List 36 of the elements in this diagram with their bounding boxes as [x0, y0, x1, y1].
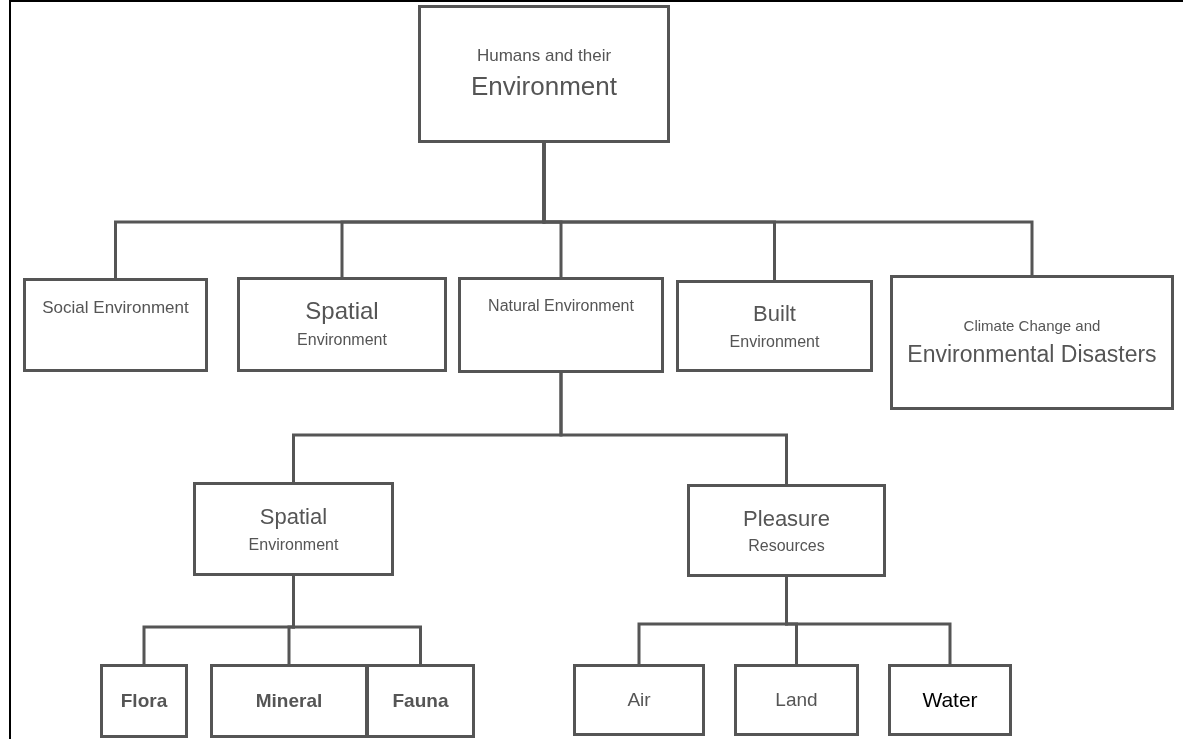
node-label: Built	[753, 300, 796, 328]
node-label: Environmental Disasters	[907, 339, 1157, 369]
node-label: Flora	[120, 689, 168, 713]
node-box	[366, 664, 475, 738]
node-box	[23, 278, 208, 372]
node-box	[888, 664, 1012, 736]
node-label: Air	[627, 688, 651, 712]
connector-line	[559, 373, 788, 484]
node-label: Resources	[748, 536, 825, 557]
node-box	[100, 664, 188, 738]
node-label: Environment	[248, 534, 339, 555]
node-label: Water	[922, 686, 978, 713]
node-box	[210, 664, 368, 738]
node-box	[890, 275, 1174, 410]
node-label: Social Environment	[42, 297, 189, 319]
node-label: Climate Change and	[963, 316, 1101, 336]
node-label: Natural Environment	[488, 296, 634, 316]
node-label: Humans and their	[476, 45, 612, 67]
node-label: Environment	[297, 330, 387, 350]
node-box	[734, 664, 859, 736]
node-label: Environment	[471, 70, 617, 103]
node-label: Environment	[729, 331, 820, 352]
node-label: Pleasure	[743, 504, 830, 533]
node-label: Spatial	[259, 503, 328, 531]
node-box	[237, 277, 447, 372]
node-label: Spatial	[305, 296, 379, 326]
node-box	[458, 277, 664, 373]
connector-line	[292, 576, 422, 664]
node-box	[418, 5, 670, 143]
node-box	[676, 280, 873, 372]
node-label: Land	[775, 688, 818, 712]
node-box	[687, 484, 886, 577]
node-label: Mineral	[255, 689, 323, 713]
node-label: Fauna	[392, 689, 449, 713]
node-box	[573, 664, 705, 736]
node-box	[193, 482, 394, 576]
